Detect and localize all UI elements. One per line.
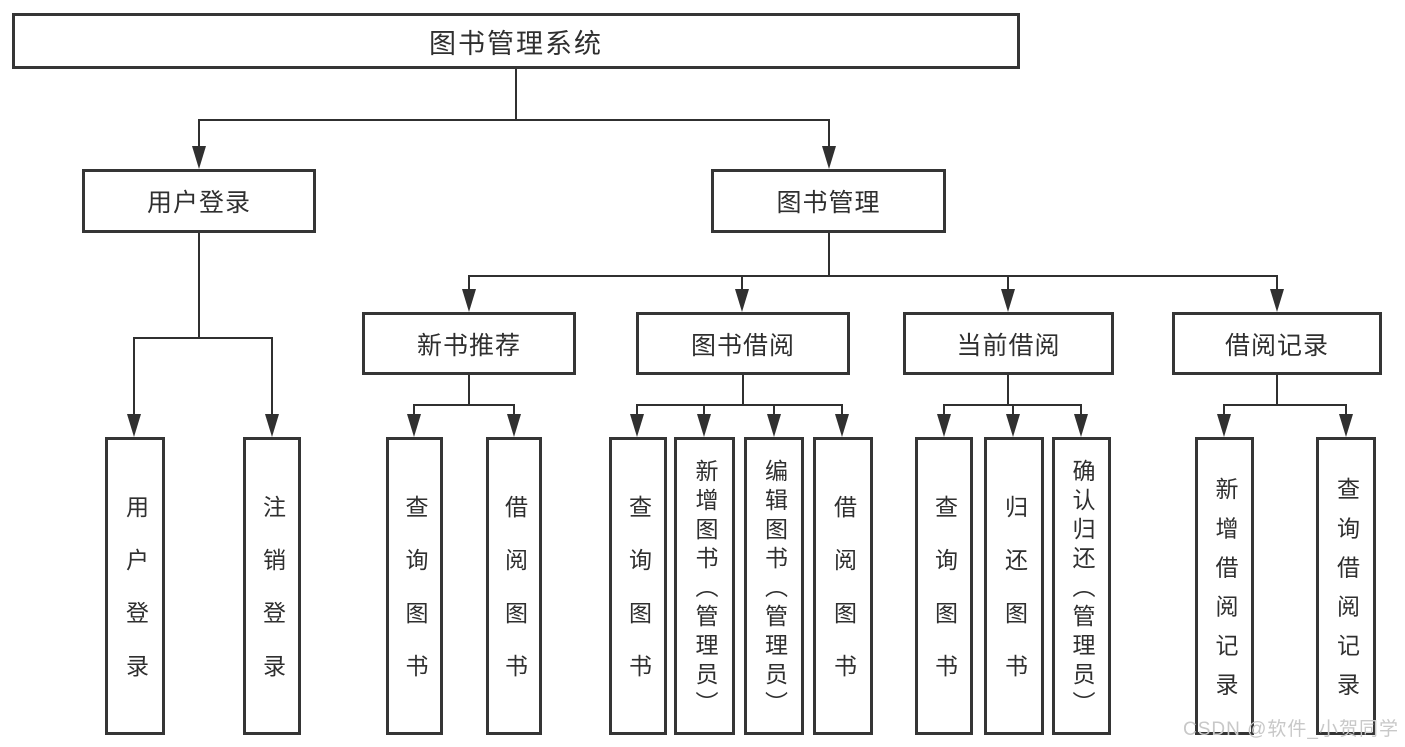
node-new-book-recommend: 新书推荐 [362, 312, 576, 375]
arrow-down-icon [630, 414, 644, 437]
leaf-search-borrow-record: 查询借阅记录 [1316, 437, 1376, 735]
leaf-label: 确认归还（管理员） [1069, 458, 1095, 720]
arrow-down-icon [1270, 289, 1284, 312]
leaf-label: 归还图书 [1001, 495, 1028, 707]
connector-line [1080, 404, 1082, 416]
connector-line [828, 233, 830, 276]
leaf-label: 注销登录 [259, 495, 286, 707]
leaf-confirm-return-admin: 确认归还（管理员） [1052, 437, 1111, 735]
connector-line [636, 404, 638, 416]
node-label: 当前借阅 [956, 331, 1061, 360]
connector-line [1007, 375, 1009, 405]
leaf-borrow-books-recommend: 借阅图书 [486, 437, 542, 735]
leaf-search-books-recommend: 查询图书 [386, 437, 443, 735]
connector-line [636, 404, 843, 406]
leaf-search-books-current: 查询图书 [915, 437, 973, 735]
arrow-down-icon [1217, 414, 1231, 437]
node-label: 用户登录 [146, 189, 251, 217]
node-root-system: 图书管理系统 [12, 13, 1020, 69]
connector-line [198, 119, 830, 121]
leaf-user-login: 用户登录 [105, 437, 165, 735]
leaf-logout: 注销登录 [243, 437, 301, 735]
node-label: 借阅记录 [1224, 331, 1329, 360]
connector-line [468, 275, 1278, 277]
leaf-label: 借阅图书 [501, 495, 528, 707]
leaf-label: 新增借阅记录 [1212, 476, 1238, 712]
arrow-down-icon [407, 414, 421, 437]
connector-line [1345, 404, 1347, 416]
arrow-down-icon [1006, 414, 1020, 437]
node-borrow-records: 借阅记录 [1172, 312, 1382, 375]
arrow-down-icon [1339, 414, 1353, 437]
connector-line [841, 404, 843, 416]
connector-line [198, 233, 200, 338]
arrow-down-icon [767, 414, 781, 437]
leaf-return-books: 归还图书 [984, 437, 1044, 735]
arrow-down-icon [1001, 289, 1015, 312]
connector-line [773, 404, 775, 416]
node-current-borrow: 当前借阅 [903, 312, 1114, 375]
node-user-login: 用户登录 [82, 169, 316, 233]
connector-line [1276, 375, 1278, 405]
connector-line [1007, 275, 1009, 292]
arrow-down-icon [265, 414, 279, 437]
arrow-down-icon [822, 146, 836, 169]
csdn-watermark: CSDN @软件_小贺同学 [1183, 719, 1399, 740]
leaf-label: 查询借阅记录 [1333, 476, 1360, 712]
leaf-label: 借阅图书 [830, 495, 857, 707]
arrow-down-icon [1074, 414, 1088, 437]
node-label: 新书推荐 [416, 331, 521, 360]
leaf-label: 编辑图书（管理员） [761, 458, 788, 720]
arrow-down-icon [127, 414, 141, 437]
connector-line [515, 69, 517, 120]
connector-line [1223, 404, 1347, 406]
arrow-down-icon [937, 414, 951, 437]
connector-line [413, 404, 415, 416]
leaf-label: 用户登录 [122, 495, 149, 707]
connector-line [1276, 275, 1278, 292]
arrow-down-icon [735, 289, 749, 312]
arrow-down-icon [835, 414, 849, 437]
leaf-add-books-admin: 新增图书（管理员） [674, 437, 735, 735]
leaf-label: 查询图书 [402, 495, 428, 707]
arrow-down-icon [192, 146, 206, 169]
connector-line [828, 119, 830, 149]
arrow-down-icon [507, 414, 521, 437]
arrow-down-icon [697, 414, 711, 437]
connector-line [741, 275, 743, 292]
connector-line [133, 337, 273, 339]
connector-line [513, 404, 515, 416]
connector-line [198, 119, 200, 149]
connector-line [742, 375, 744, 405]
connector-line [413, 404, 514, 406]
leaf-edit-books-admin: 编辑图书（管理员） [744, 437, 804, 735]
connector-line [703, 404, 705, 416]
connector-line [468, 275, 470, 292]
node-label: 图书借阅 [690, 331, 795, 360]
node-label: 图书管理系统 [429, 28, 603, 59]
node-book-borrow: 图书借阅 [636, 312, 850, 375]
leaf-borrow-books: 借阅图书 [813, 437, 873, 735]
connector-line [943, 404, 945, 416]
arrow-down-icon [462, 289, 476, 312]
connector-line [1223, 404, 1225, 416]
node-book-management: 图书管理 [711, 169, 946, 233]
leaf-label: 查询图书 [625, 495, 652, 707]
leaf-label: 查询图书 [931, 495, 958, 707]
connector-line [271, 337, 273, 417]
leaf-add-borrow-record: 新增借阅记录 [1195, 437, 1254, 735]
leaf-label: 新增图书（管理员） [692, 458, 718, 720]
connector-line [468, 375, 470, 405]
leaf-search-books-borrow: 查询图书 [609, 437, 667, 735]
connector-line [133, 337, 135, 417]
connector-line [1012, 404, 1014, 416]
node-label: 图书管理 [776, 189, 881, 217]
